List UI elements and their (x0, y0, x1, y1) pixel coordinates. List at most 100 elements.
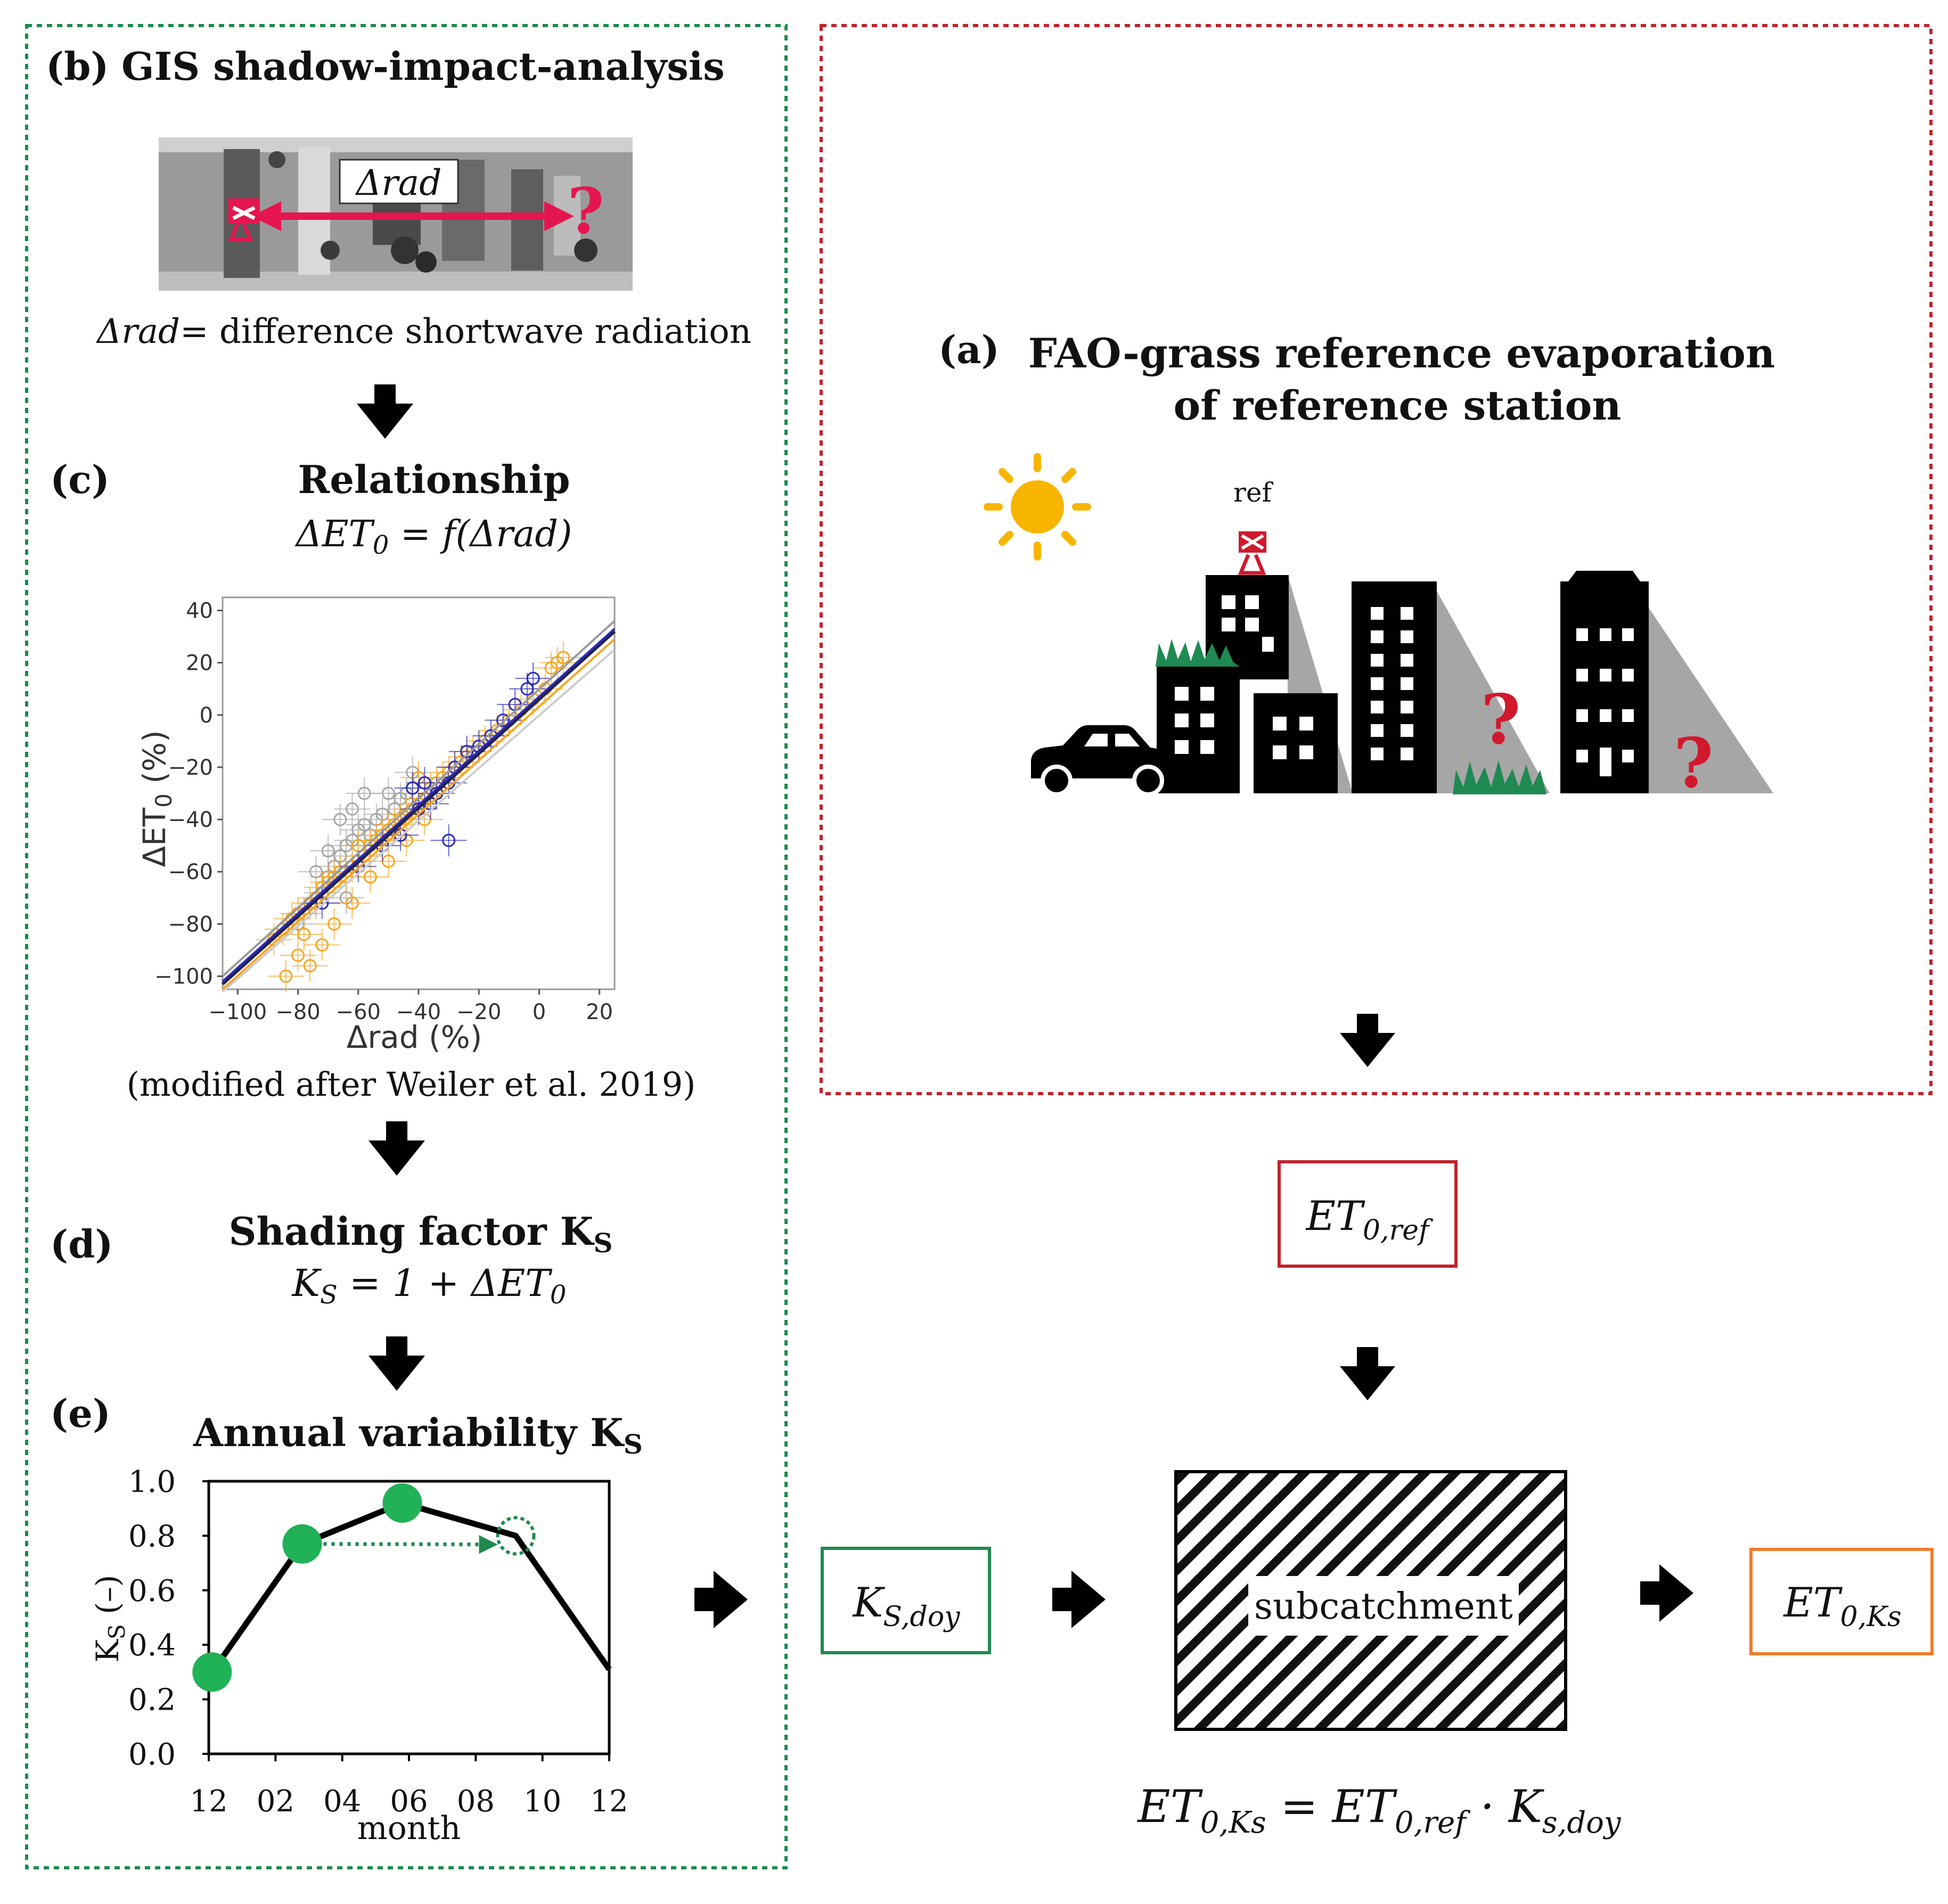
panel-c-label: (c) (50, 457, 110, 502)
panel-a-frame (820, 24, 1933, 1095)
y-tick-label: 0.0 (128, 1737, 176, 1772)
y-tick-label: −60 (168, 860, 213, 884)
panel-a-label: (a) (938, 327, 1000, 372)
fit-line (222, 620, 616, 977)
arrow-right-3 (1640, 1564, 1693, 1622)
fit-line (222, 628, 616, 982)
arrow-down-2 (369, 1121, 425, 1176)
subcatchment-label: subcatchment (1254, 1586, 1513, 1628)
panel-e-title: Annual variability KS (193, 1410, 643, 1460)
ks-doy-box (821, 1547, 991, 1654)
arrow-down-5 (1340, 1347, 1395, 1400)
x-tick-label: −60 (336, 1000, 381, 1024)
y-tick-label: 0.8 (128, 1519, 176, 1554)
x-tick-label: 20 (586, 1000, 613, 1024)
y-tick-label: −80 (168, 912, 213, 937)
scatter-point (321, 844, 335, 858)
scatter-point (279, 969, 293, 983)
panel-c-equation: ΔET0 = f(Δrad) (294, 513, 572, 560)
building-windows (1175, 595, 1634, 776)
panel-b-title: GIS shadow-impact-analysis (121, 44, 725, 89)
scatter-x-axis-label: Δrad (%) (347, 1019, 482, 1055)
panel-a-title-line1: FAO-grass reference evaporation (1028, 330, 1775, 377)
scatter-point (297, 928, 311, 941)
scatter-point (327, 917, 341, 931)
arrow-down-1 (357, 384, 413, 439)
satellite-dish-icon (1238, 531, 1266, 575)
subcatchment-label-box (1248, 1576, 1519, 1636)
x-tick-label: 04 (323, 1784, 361, 1819)
scatter-point (442, 833, 456, 847)
panel-b-label: (b) (46, 44, 109, 89)
x-tick-label: −100 (208, 1000, 267, 1024)
ref-label: ref (1233, 477, 1273, 508)
question-mark-icon: ? (1481, 680, 1521, 760)
y-tick-label: 20 (186, 651, 213, 676)
scatter-point (315, 896, 329, 910)
x-tick-label: 10 (523, 1784, 561, 1819)
ks-marker (282, 1524, 322, 1564)
y-tick-label: 0.2 (128, 1683, 176, 1718)
sun-icon (984, 453, 1091, 561)
ks-x-axis-label: month (357, 1810, 461, 1847)
scatter-point (526, 671, 540, 685)
fit-line (222, 649, 616, 993)
arrow-right-1 (694, 1571, 748, 1628)
arrow-down-4 (1340, 1014, 1395, 1067)
panel-e-label: (e) (50, 1391, 111, 1436)
shifted-marker (496, 1516, 536, 1556)
x-tick-label: 12 (590, 1784, 628, 1819)
scatter-point (363, 870, 377, 884)
x-tick-label: 08 (457, 1784, 495, 1819)
scatter-y-axis-label: ΔET0 (%) (136, 730, 177, 867)
panel-c-title: Relationship (298, 457, 570, 502)
scatter-point (345, 802, 359, 816)
question-mark-icon: ? (1674, 724, 1714, 803)
et0-ks-box (1749, 1548, 1934, 1655)
x-tick-label: 06 (390, 1784, 428, 1819)
scatter-point (303, 959, 317, 973)
ks-doy-label: KS,doy (852, 1579, 960, 1633)
scatter-source-note: (modified after Weiler et al. 2019) (127, 1065, 696, 1104)
y-tick-label: 0.6 (128, 1574, 176, 1608)
y-tick-label: 0.4 (128, 1628, 176, 1663)
scatter-point (418, 776, 431, 790)
arrow-right-2 (1052, 1571, 1106, 1628)
y-tick-label: −40 (168, 808, 213, 832)
final-equation: ET0,Ks = ET0,ref · Ks,doy (1136, 1780, 1622, 1840)
scatter-point (291, 948, 305, 962)
ks-marker (382, 1483, 422, 1523)
question-mark-icon: ? (567, 174, 604, 248)
fit-line (221, 630, 616, 986)
y-tick-label: −20 (168, 756, 213, 780)
x-tick-label: −80 (275, 1000, 320, 1024)
y-tick-label: 0 (200, 703, 213, 728)
panel-d-equation: KS = 1 + ΔET0 (291, 1261, 567, 1310)
grass-icon (1156, 639, 1240, 667)
scatter-point (556, 651, 570, 664)
ks-y-axis-label: KS (–) (89, 1575, 130, 1663)
car-icon (1031, 725, 1174, 797)
y-tick-label: 1.0 (128, 1465, 176, 1499)
delta-rad-label-box (339, 159, 459, 204)
et0-ref-label: ET0,ref (1305, 1192, 1433, 1246)
scatter-point (460, 744, 474, 758)
x-tick-label: 02 (257, 1784, 294, 1819)
scatter-point (333, 813, 347, 826)
ks-plot-area (207, 1480, 611, 1755)
delta-rad-label: Δrad (355, 162, 442, 203)
building-icon (1157, 571, 1649, 793)
panel-d-label: (d) (50, 1221, 113, 1267)
panel-d-title: Shading factor KS (229, 1209, 613, 1259)
y-tick-label: 40 (186, 599, 213, 623)
scatter-point (496, 713, 510, 727)
satellite-dish-icon (228, 198, 260, 242)
arrow-down-3 (369, 1336, 425, 1391)
et0-ref-box (1278, 1160, 1458, 1268)
x-tick-label: −20 (456, 1000, 501, 1024)
fit-line (222, 638, 616, 990)
scatter-point (315, 938, 329, 952)
